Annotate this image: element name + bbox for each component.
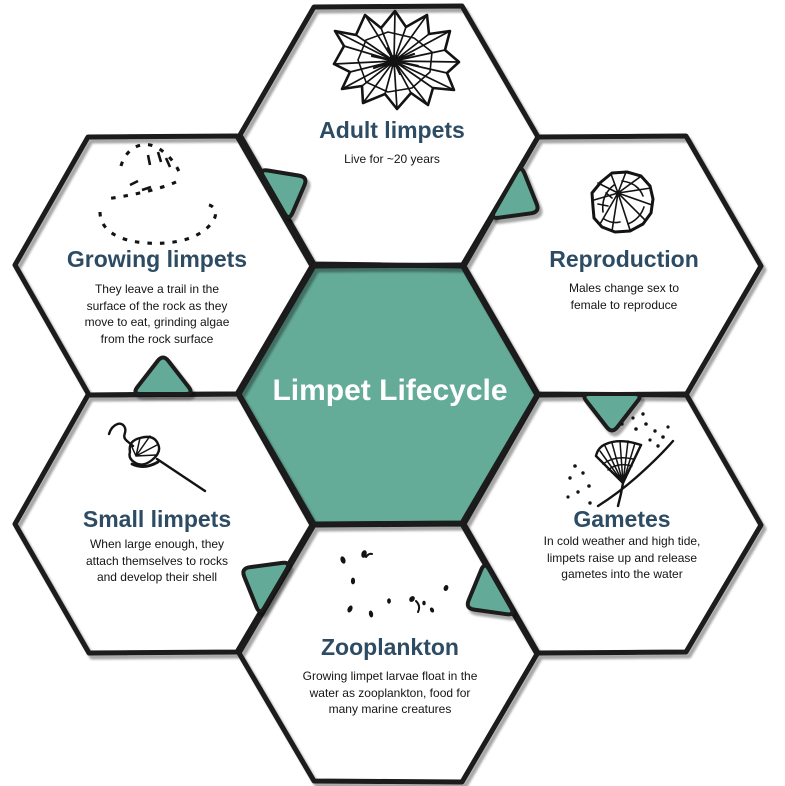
hexagon-adult-limpets [240,6,538,266]
stage-title-zooplankton: Zooplankton [321,634,459,660]
limpet-shell-top-icon [590,170,655,234]
stage-desc-small-limpets: When large enough, they attach themselve… [85,537,229,584]
diagram-title: Limpet Lifecycle [272,374,508,407]
hexagon-reproduction [464,136,761,395]
stage-desc-zooplankton: Growing limpet larvae float in the water… [302,669,478,716]
arrow-reproduction-to-gametes-icon [582,392,642,433]
stage-title-small-limpets: Small limpets [82,506,232,532]
stage-desc-growing-limpets: They leave a trail in the surface of the… [84,282,230,346]
stage-title-growing-limpets: Growing limpets [66,246,248,272]
adult-limpet-shell-icon [332,9,461,111]
hexagon-outline-center [236,262,540,527]
arrow-zooplankton-to-small-icon [241,560,291,614]
cycle-arrows [133,167,642,617]
hexagon-gametes [464,394,761,653]
hexagon-center [239,265,537,524]
gamete-dots [566,412,670,505]
stage-title-gametes: Gametes [573,506,671,532]
stage-title-adult-limpets: Adult limpets [319,117,465,143]
hexagon-fills [15,6,761,782]
grazing-trail-icon [98,142,218,245]
hexagon-growing-limpets [15,136,312,395]
stage-desc-reproduction: Males change sex to female to reproduce [568,281,680,312]
arrow-gametes-to-zooplankton-icon [465,563,515,617]
hexagon-outlines [12,3,764,785]
arrow-small-to-growing-icon [133,355,193,396]
hexagon-zooplankton [239,524,537,782]
limpet-releasing-gametes-icon [566,412,675,508]
zooplankton-larvae-icon [340,550,449,618]
arrow-growing-to-adult-icon [260,168,308,219]
arrow-adult-to-reproduction-icon [491,167,540,220]
small-limpet-on-rock-icon [107,422,207,493]
stage-desc-adult-limpets: Live for ~20 years [344,152,440,166]
stage-desc-gametes: In cold weather and high tide, limpets r… [543,534,701,581]
hexagon-small-limpets [15,394,312,653]
stage-title-reproduction: Reproduction [549,246,699,272]
